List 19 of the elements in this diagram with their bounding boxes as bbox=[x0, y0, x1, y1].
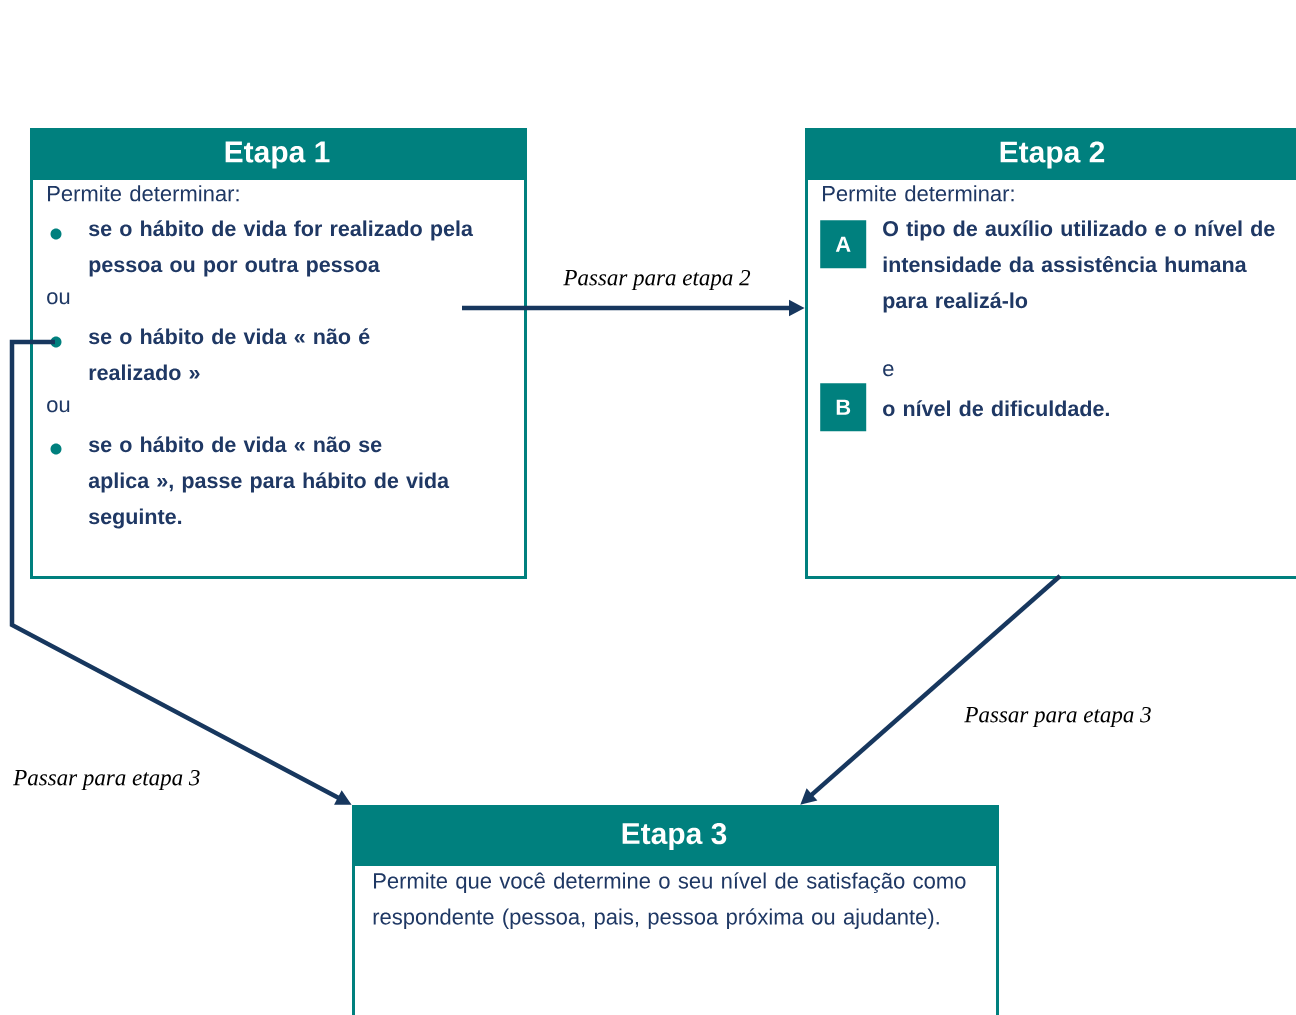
bullet-text: se o hábito de vida for realizado pela pessoa ou por outra pessoa bbox=[88, 220, 474, 277]
header-band: Etapa 1 bbox=[30, 128, 524, 180]
edge-label: Passar para etapa 3 bbox=[963, 705, 1153, 729]
header-band: Etapa 2 bbox=[805, 128, 1296, 180]
connector-word: ou bbox=[47, 400, 70, 413]
connector-word: ou bbox=[47, 292, 70, 305]
intro-text: Permite que você determine o seu nível de satisfação como respondente (pessoa, pais, pessoa próxima ou ajudante). bbox=[373, 872, 966, 929]
edge-label: Passar para etapa 3 bbox=[12, 768, 202, 792]
bullet-text: se o hábito de vida « não é realizado » bbox=[88, 328, 370, 381]
letter-badge: B bbox=[820, 383, 867, 432]
letter-badge: A bbox=[820, 220, 867, 269]
edge-label: Passar para etapa 2 bbox=[562, 268, 752, 292]
header-band: Etapa 3 bbox=[352, 805, 996, 866]
connector-word: e bbox=[883, 364, 894, 377]
bullet-text: o nível de dificuldade. bbox=[883, 400, 1109, 417]
bullet-text: O tipo de auxílio utilizado e o nível de intensidade da assistência humana para realizá-lo bbox=[883, 220, 1275, 313]
intro-text: Permite determinar: bbox=[48, 185, 239, 202]
bullet-text: se o hábito de vida « não se aplica », passe para hábito de vida seguinte. bbox=[88, 436, 450, 529]
intro-text: Permite determinar: bbox=[823, 185, 1014, 202]
